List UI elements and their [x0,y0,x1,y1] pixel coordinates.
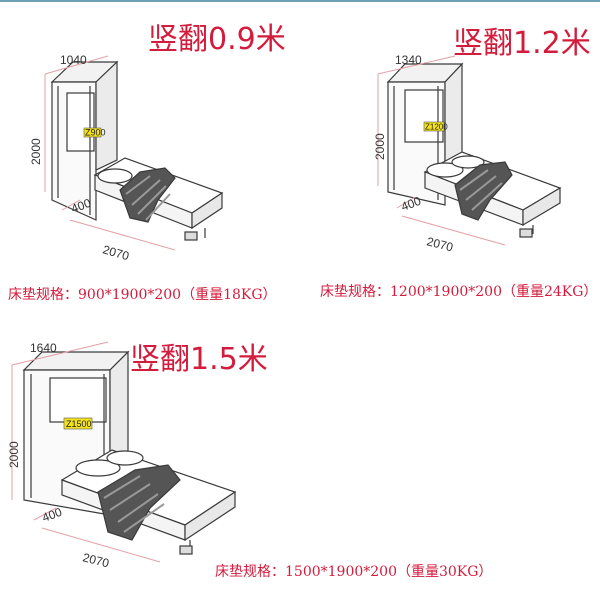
model-tag-box [63,417,93,430]
width-dimension: 1640 [30,341,57,355]
depth-dimension: 400 [69,196,93,216]
length-dimension: 2070 [81,550,111,570]
model-tag: Z900 [85,128,106,138]
depth-dimension: 400 [399,194,423,214]
height-dimension: 2000 [7,441,21,468]
mattress-spec: 床垫规格：900*1900*200（重量18KG） [8,287,277,303]
model-tag-box [423,121,445,132]
length-dimension: 2070 [425,234,455,254]
bed-title: 竖翻1.5米 [130,342,268,377]
model-tag: Z1200 [425,123,448,132]
bed-title: 竖翻0.9米 [148,22,286,57]
width-dimension: 1340 [395,53,422,67]
height-dimension: 2000 [373,133,387,160]
height-dimension: 2000 [29,138,43,165]
model-tag: Z1500 [66,419,92,429]
top-border [0,0,600,2]
mattress-spec: 床垫规格：1200*1900*200（重量24KG） [320,284,598,300]
depth-dimension: 400 [40,505,64,525]
model-tag-box [83,127,102,138]
bed-title: 竖翻1.2米 [453,26,591,61]
width-dimension: 1040 [60,53,87,67]
mattress-spec: 床垫规格：1500*1900*200（重量30KG） [215,564,493,580]
